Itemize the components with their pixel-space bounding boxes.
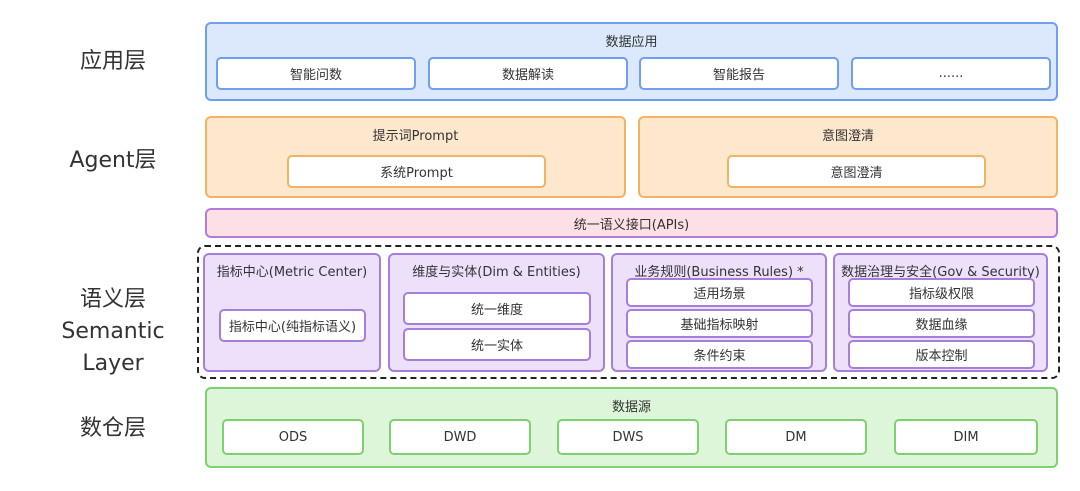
system-prompt-box: 系统Prompt bbox=[287, 155, 546, 188]
source-dws: DWS bbox=[557, 419, 699, 455]
agent-clarify-title: 意图澄清 bbox=[821, 129, 874, 144]
metric-center-panel: 指标中心(Metric Center) 指标中心(纯指标语义) bbox=[203, 253, 381, 372]
unified-dimension-box: 统一维度 bbox=[403, 292, 591, 325]
semantic-layer-label-en: Semantic Layer bbox=[61, 319, 165, 376]
warehouse-panel: 数据源 ODS DWD DWS DM DIM bbox=[205, 387, 1058, 468]
source-dm: DM bbox=[725, 419, 867, 455]
application-layer-label: 应用层 bbox=[79, 49, 146, 74]
agent-clarify-panel: 意图澄清 意图澄清 bbox=[638, 116, 1058, 198]
source-ods: ODS bbox=[222, 419, 364, 455]
intent-clarify-box: 意图澄清 bbox=[727, 155, 986, 188]
warehouse-layer-label: 数仓层 bbox=[79, 416, 146, 441]
app-item-smart-query: 智能问数 bbox=[216, 57, 416, 90]
condition-constraint-box: 条件约束 bbox=[626, 340, 813, 369]
metric-permission-box: 指标级权限 bbox=[848, 278, 1035, 307]
application-title: 数据应用 bbox=[605, 35, 658, 50]
app-item-more: ...... bbox=[851, 57, 1051, 90]
version-control-box: 版本控制 bbox=[848, 340, 1035, 369]
data-lineage-box: 数据血缘 bbox=[848, 309, 1035, 338]
dim-entities-panel: 维度与实体(Dim & Entities) 统一维度 统一实体 bbox=[388, 253, 605, 372]
source-dwd: DWD bbox=[389, 419, 531, 455]
unified-entity-box: 统一实体 bbox=[403, 328, 591, 361]
applicable-scenario-box: 适用场景 bbox=[626, 278, 813, 307]
unified-semantic-api-bar: 统一语义接口(APIs) bbox=[205, 208, 1058, 238]
application-panel: 数据应用 智能问数 数据解读 智能报告 ...... bbox=[205, 22, 1058, 101]
gov-security-panel: 数据治理与安全(Gov & Security) 指标级权限 数据血缘 版本控制 bbox=[833, 253, 1048, 372]
gov-security-title: 数据治理与安全(Gov & Security) bbox=[841, 265, 1040, 280]
warehouse-title: 数据源 bbox=[611, 400, 651, 415]
dim-entities-title: 维度与实体(Dim & Entities) bbox=[412, 265, 581, 280]
agent-prompt-panel: 提示词Prompt 系统Prompt bbox=[205, 116, 626, 198]
business-rules-panel: 业务规则(Business Rules) * 适用场景 基础指标映射 条件约束 bbox=[611, 253, 827, 372]
app-item-smart-report: 智能报告 bbox=[639, 57, 839, 90]
source-dim: DIM bbox=[894, 419, 1038, 455]
agent-layer-label: Agent层 bbox=[69, 148, 157, 173]
agent-prompt-title: 提示词Prompt bbox=[372, 129, 459, 144]
app-item-data-interpretation: 数据解读 bbox=[428, 57, 628, 90]
semantic-layer-container bbox=[197, 245, 1060, 379]
metric-center-item: 指标中心(纯指标语义) bbox=[219, 309, 366, 342]
base-metric-mapping-box: 基础指标映射 bbox=[626, 309, 813, 338]
business-rules-title: 业务规则(Business Rules) * bbox=[634, 265, 804, 280]
semantic-layer-label-cn: 语义层 bbox=[79, 287, 146, 312]
metric-center-title: 指标中心(Metric Center) bbox=[216, 265, 368, 280]
